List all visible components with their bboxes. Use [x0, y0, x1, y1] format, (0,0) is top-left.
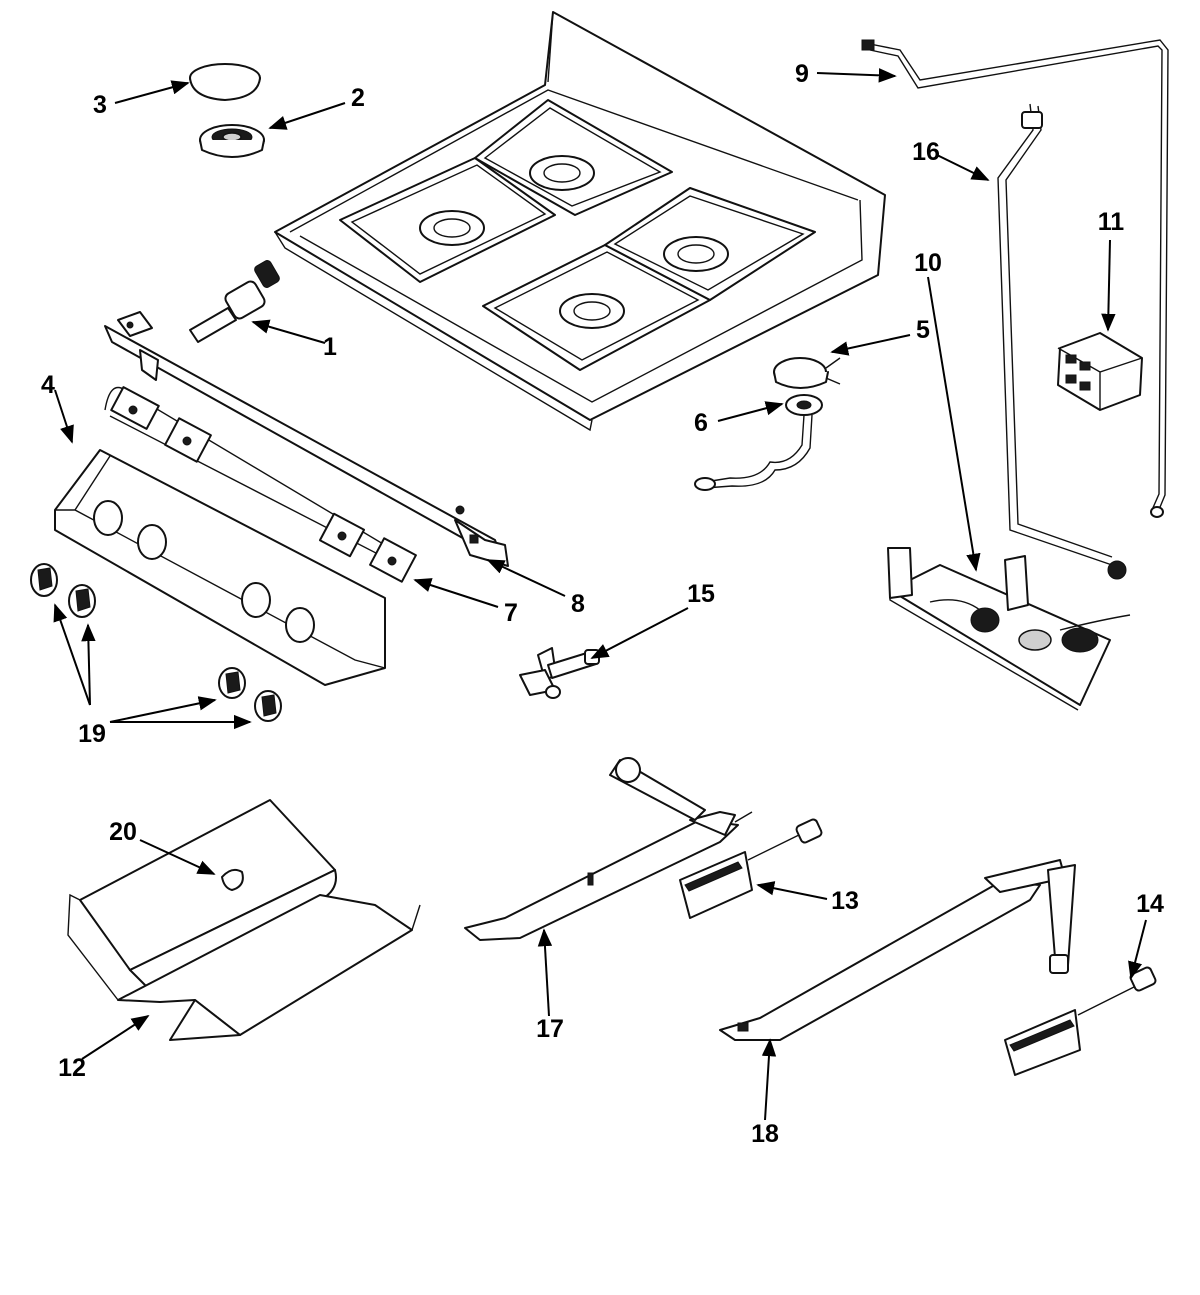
callout-13: 13 [831, 887, 859, 915]
igniter [519, 647, 600, 699]
burner-head [199, 124, 265, 158]
knob [218, 667, 246, 699]
callout-18: 18 [751, 1120, 779, 1148]
knob [30, 563, 58, 597]
callout-20: 20 [109, 818, 137, 846]
callout-12: 12 [58, 1054, 86, 1082]
callout-7: 7 [504, 599, 518, 627]
burner-tube-left [464, 757, 753, 941]
callout-6: 6 [694, 409, 708, 437]
callout-4: 4 [41, 371, 55, 399]
leader-lines [53, 68, 1147, 1121]
callout-14: 14 [1136, 890, 1164, 918]
panel-bracket [469, 534, 479, 544]
callout-11: 11 [1098, 208, 1125, 236]
clip [221, 868, 244, 891]
callout-3: 3 [93, 91, 107, 119]
cooktop-main-top [274, 11, 886, 432]
callout-8: 8 [571, 590, 585, 618]
burner-tube-right [719, 859, 1076, 1041]
burner-valve [189, 260, 280, 343]
control-panel [54, 449, 386, 686]
burner-cap [189, 63, 261, 101]
pressure-regulator [773, 357, 841, 389]
callout-19: 19 [78, 720, 106, 748]
callout-5: 5 [916, 316, 930, 344]
callout-16: 16 [912, 138, 940, 166]
gas-tube [861, 39, 1169, 518]
igniter-electrode-right [1004, 966, 1157, 1076]
callout-1: 1 [323, 333, 337, 361]
spark-module [1057, 332, 1143, 411]
control-knobs [30, 563, 282, 722]
gas-supply-tube [997, 103, 1127, 580]
igniter-electrode-left [679, 818, 823, 919]
callout-2: 2 [351, 84, 365, 112]
callout-9: 9 [795, 60, 809, 88]
callout-labels: 1 2 3 4 5 6 7 8 9 10 11 12 13 14 15 16 1… [41, 60, 1164, 1148]
callout-15: 15 [687, 580, 715, 608]
igniter-harness [104, 386, 417, 583]
heat-shield [67, 799, 421, 1041]
knob [68, 584, 96, 618]
callout-10: 10 [914, 249, 942, 277]
gas-valve-fitting [694, 394, 823, 491]
knob [254, 690, 282, 722]
valve-assembly [887, 547, 1131, 711]
callout-17: 17 [536, 1015, 564, 1043]
